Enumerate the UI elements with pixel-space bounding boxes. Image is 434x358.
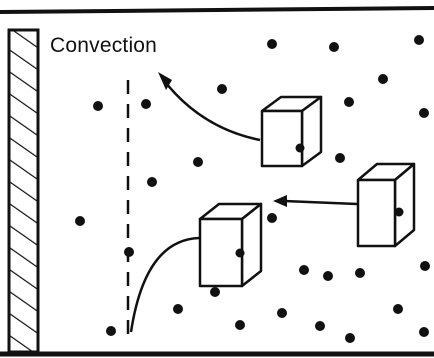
particle-dots [75, 35, 430, 343]
fluid-parcel-cube-lower [198, 202, 263, 288]
particle-dot [217, 84, 227, 94]
particle-dot [335, 153, 345, 163]
frame [0, 6, 434, 357]
particle-dot [75, 216, 85, 226]
particle-dot [344, 97, 354, 107]
particle-dot [419, 327, 429, 337]
particle-dot [141, 99, 151, 109]
particle-dot [124, 247, 134, 257]
particle-dot [329, 42, 339, 52]
particle-dot [277, 308, 287, 318]
particle-dot [193, 157, 203, 167]
hatched-wall [7, 28, 40, 354]
convection-label: Convection [50, 34, 158, 57]
particle-dot [414, 35, 424, 45]
particle-dot [315, 321, 325, 331]
particle-dot [323, 271, 333, 281]
particle-dot [419, 108, 429, 118]
particle-dot [147, 177, 157, 187]
particle-dot [345, 333, 355, 343]
particle-dot [355, 268, 365, 278]
fluid-parcel-cube-right [356, 162, 416, 248]
particle-dot [173, 304, 183, 314]
particle-dot [420, 261, 430, 271]
parcel-path-upper [158, 72, 261, 142]
fluid-parcel-cube-upper [260, 95, 323, 168]
parcel-path-lower [129, 236, 200, 333]
particle-dot [93, 101, 103, 111]
particle-dot [267, 39, 277, 49]
particle-dot [267, 213, 277, 223]
parcel-path-right [273, 195, 358, 207]
particle-dot [299, 265, 309, 275]
particle-dot [106, 326, 116, 336]
particle-dot [378, 74, 388, 84]
particle-dot [235, 320, 245, 330]
particle-dot [210, 287, 220, 297]
particle-dot [393, 304, 403, 314]
